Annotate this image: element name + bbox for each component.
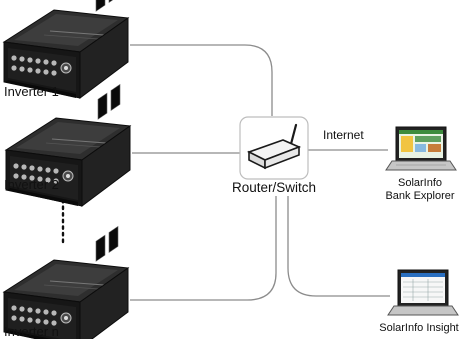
inverter-n-label: Inverter n: [4, 324, 59, 339]
explorer-label-line1: SolarInfo: [397, 177, 443, 189]
line-invertern-router: [130, 196, 277, 301]
insight-laptop: [387, 269, 459, 316]
internet-label: Internet: [323, 128, 364, 142]
explorer-label: SolarInfo Bank Explorer: [380, 177, 460, 202]
line-router-insight: [287, 196, 390, 297]
inverter-n-device: [3, 225, 129, 344]
router-label: Router/Switch: [232, 180, 317, 195]
insight-label: SolarInfo Insight: [379, 322, 459, 334]
line-inverter1-router: [130, 44, 273, 116]
inverter-1-label: Inverter 1: [4, 84, 59, 99]
inverter-2-label: Inverter 2: [4, 177, 59, 192]
explorer-laptop: [385, 126, 457, 171]
connection-lines: [130, 44, 390, 301]
explorer-label-line2: Bank Explorer: [385, 189, 455, 202]
router-device: [239, 116, 309, 180]
